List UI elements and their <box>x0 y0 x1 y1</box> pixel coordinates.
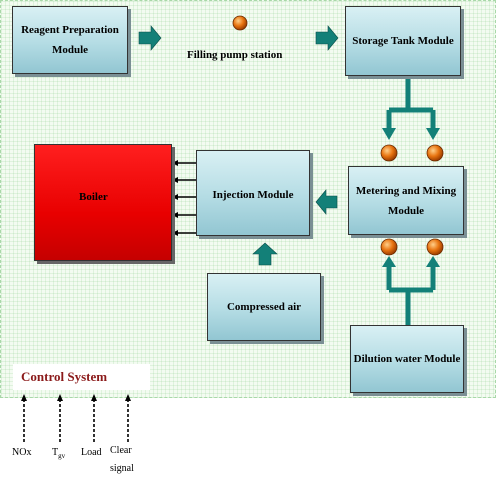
signal-tgv-subscript: gv <box>58 452 66 460</box>
injection-module-label: Injection Module <box>212 189 294 201</box>
flow-arrow-pump-to-storage <box>315 25 339 51</box>
flow-arrow-metering-to-injection <box>315 189 338 215</box>
injection-lances <box>176 162 196 234</box>
filling-pump-icon <box>232 15 248 31</box>
upper-metering-pump-left-icon <box>380 144 398 162</box>
boiler-label: Boiler <box>79 191 108 203</box>
injection-module: Injection Module <box>196 150 310 236</box>
lower-metering-pump-left-icon <box>380 238 398 256</box>
storage-tank-label: Storage Tank Module <box>352 35 454 47</box>
filling-pump-station-label: Filling pump station <box>187 49 283 61</box>
control-signal-lines <box>23 400 129 442</box>
upper-metering-pump-right-icon <box>426 144 444 162</box>
compressed-air-label: Compressed air <box>226 301 302 313</box>
metering-mixing-module: Metering and Mixing Module <box>348 166 464 235</box>
compressed-air-module: Compressed air <box>207 273 321 341</box>
control-system-title: Control System <box>13 364 150 390</box>
signal-tgv-label: Tgv <box>52 444 65 465</box>
dilution-water-module: Dilution water Module <box>350 325 464 393</box>
dilution-to-metering-pipes <box>382 256 440 325</box>
flow-arrow-air-to-injection <box>252 242 278 266</box>
lower-metering-pump-right-icon <box>426 238 444 256</box>
dilution-water-label: Dilution water Module <box>353 353 461 365</box>
signal-tgv-main: T <box>52 447 59 458</box>
metering-mixing-label: Metering and Mixing Module <box>355 184 457 217</box>
signal-clear-label: Clear signal <box>110 445 134 474</box>
boiler: Boiler <box>34 144 172 261</box>
flow-arrow-reagent-to-pump <box>138 25 162 51</box>
storage-to-metering-pipes <box>382 78 440 140</box>
reagent-preparation-module: Reagent Preparation Module <box>12 6 128 74</box>
signal-nox-label: NOx <box>12 447 32 458</box>
reagent-preparation-label: Reagent Preparation Module <box>21 24 119 56</box>
signal-load-label: Load <box>81 447 102 458</box>
storage-tank-module: Storage Tank Module <box>345 6 461 76</box>
